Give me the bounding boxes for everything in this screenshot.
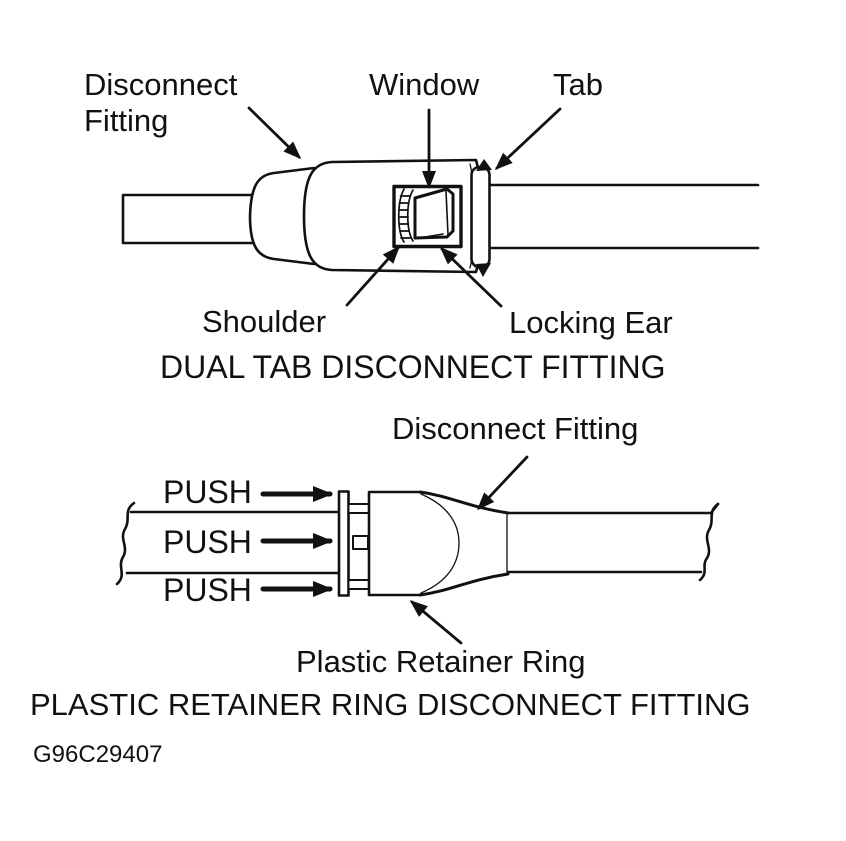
label-push-2: PUSH (163, 524, 252, 560)
arrow-shoulder (345, 245, 401, 307)
ring-notch (352, 535, 369, 550)
label-shoulder: Shoulder (202, 304, 327, 339)
label-window: Window (369, 67, 480, 102)
tab-tip-bottom (476, 263, 491, 277)
bottom-body-fill (369, 492, 508, 595)
top-left-pipe (121, 193, 265, 245)
arrow-tab (494, 107, 562, 171)
figure-code: G96C29407 (33, 741, 163, 768)
arrow-disconnect-fitting-top (247, 106, 302, 160)
bell-bottom-curve (418, 572, 510, 597)
bell-inner-arc (420, 493, 460, 594)
bell-top-curve (418, 490, 510, 515)
bottom-figure-title: PLASTIC RETAINER RING DISCONNECT FITTING (30, 687, 751, 722)
shoulder-ribs (397, 188, 414, 243)
top-collar (248, 166, 316, 266)
bottom-left-pipe (115, 501, 341, 586)
top-right-pipe (484, 183, 760, 250)
tab-tip-top (476, 159, 492, 171)
ring-connector-bottom (347, 579, 370, 590)
label-push-3: PUSH (163, 572, 252, 608)
bottom-figure-drawing (115, 455, 720, 645)
label-disconnect-fitting-bottom: Disconnect Fitting (392, 411, 639, 446)
arrow-disconnect-fitting-bottom (476, 455, 529, 511)
arrow-plastic-retainer-ring (409, 600, 463, 645)
label-locking-ear: Locking Ear (509, 305, 673, 340)
arrow-locking-ear (439, 246, 503, 308)
label-plastic-retainer-ring: Plastic Retainer Ring (296, 644, 586, 679)
label-push-1: PUSH (163, 474, 252, 510)
label-tab: Tab (553, 67, 603, 102)
bottom-body-outline (367, 490, 422, 597)
tab-plate (470, 165, 491, 269)
bottom-right-pipe (506, 502, 720, 582)
top-figure-drawing (121, 106, 760, 308)
ring-connector-top (347, 503, 370, 514)
label-disconnect-fitting-top: Disconnect Fitting (84, 67, 238, 138)
retainer-ring (337, 490, 350, 597)
top-figure-title: DUAL TAB DISCONNECT FITTING (160, 349, 666, 385)
locking-ear-shape (413, 187, 455, 240)
